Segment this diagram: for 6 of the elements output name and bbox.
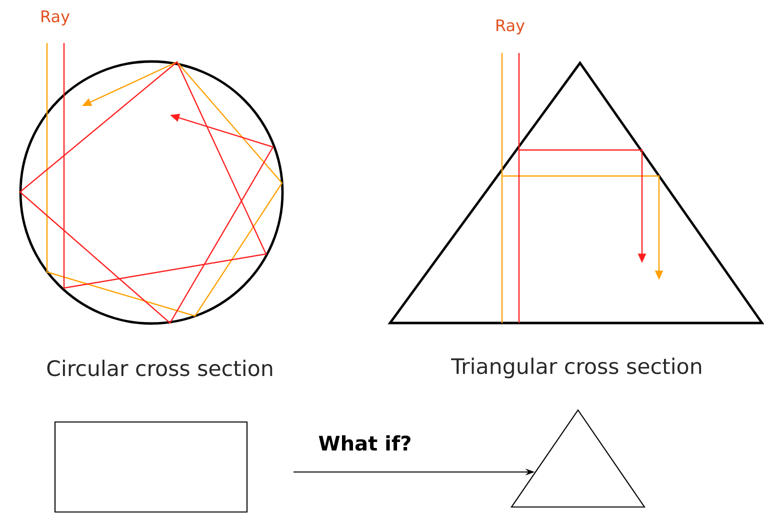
edge-label: What if? — [316, 434, 414, 452]
caption: Triangular cross section — [451, 358, 702, 378]
caption: Circular cross section — [47, 360, 272, 376]
rectangle-shape — [54, 421, 248, 513]
ray-label: Ray — [496, 20, 525, 34]
ray-label: Ray — [42, 10, 70, 26]
